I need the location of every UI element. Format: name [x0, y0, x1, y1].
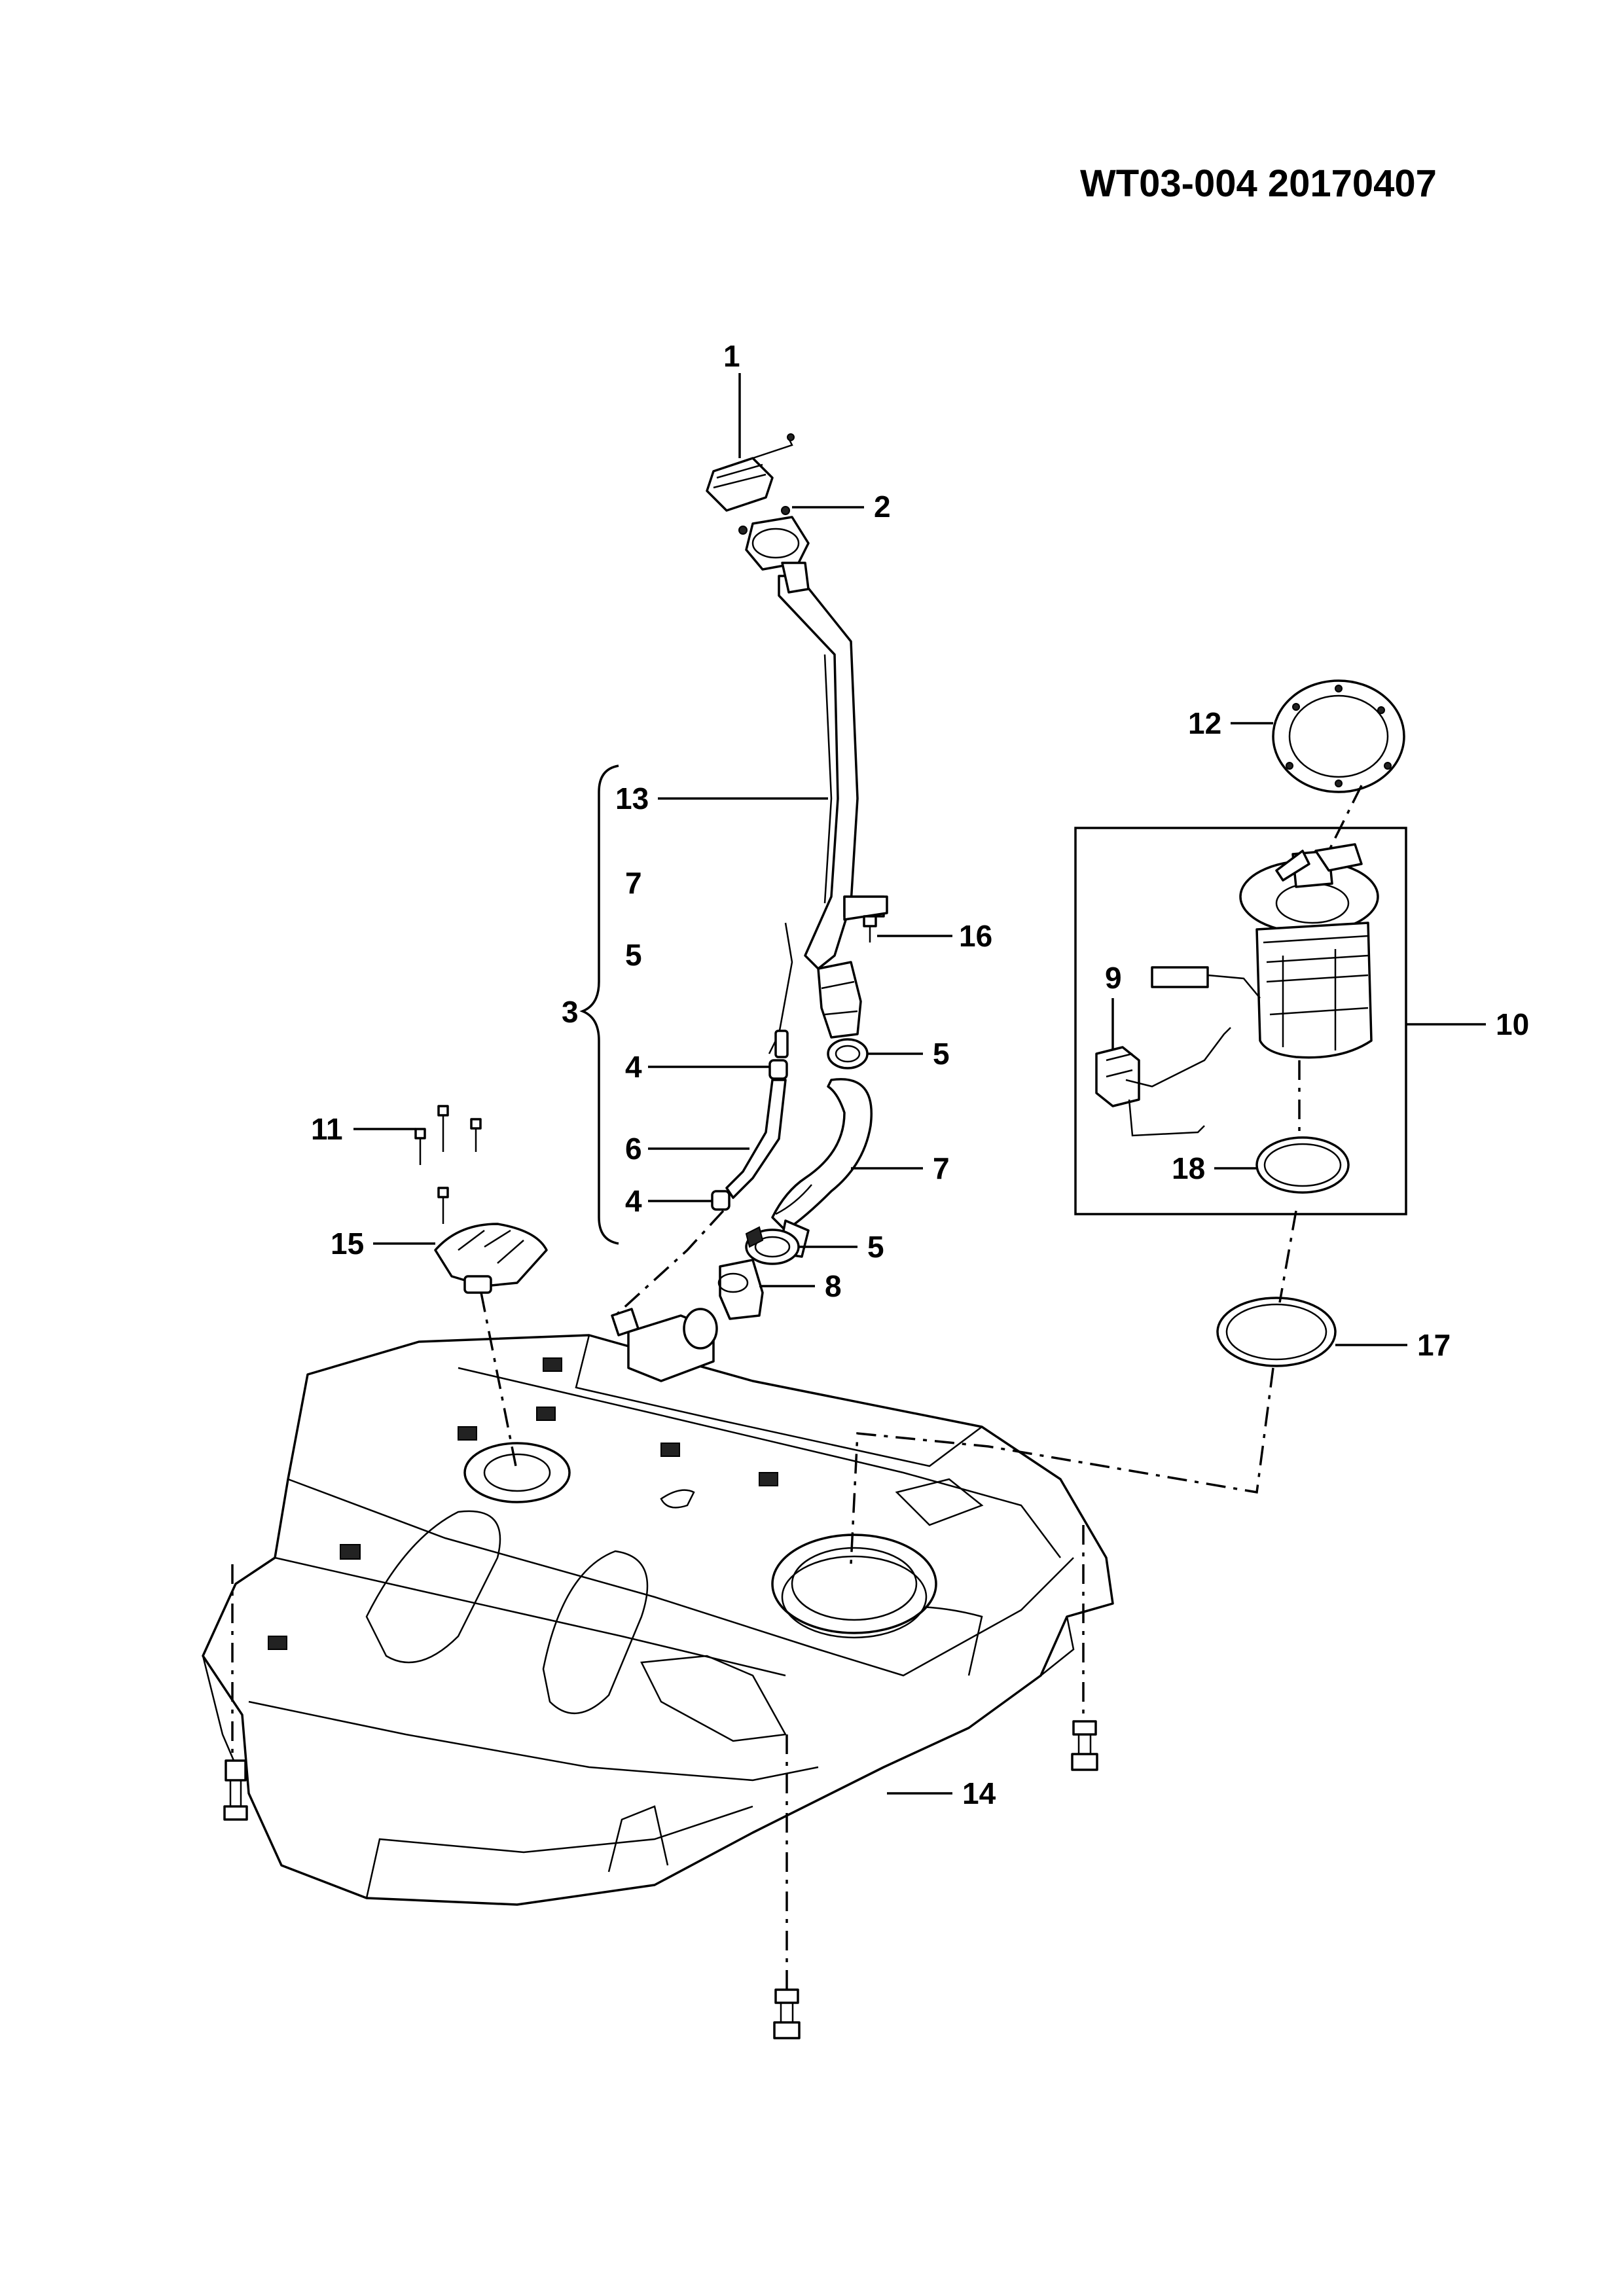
callout-1: 1	[723, 339, 740, 373]
callout-13: 13	[615, 781, 649, 816]
callout-16: 16	[959, 919, 992, 953]
callout-2: 2	[874, 490, 891, 524]
pump-module-oring	[1255, 1136, 1350, 1194]
fuel-pump-module	[1151, 843, 1379, 1059]
sender-screw-3	[470, 1118, 482, 1152]
vent-hose	[725, 1079, 787, 1199]
callout-4-upper: 4	[625, 1050, 642, 1084]
vent-hose-axis	[614, 1210, 725, 1317]
callout-7-list: 7	[625, 866, 642, 900]
sender-axis	[480, 1292, 518, 1473]
sender-screw-2	[437, 1105, 449, 1152]
hose-clamp-upper	[827, 1038, 869, 1069]
callout-11: 11	[311, 1112, 343, 1146]
fuel-cap	[706, 433, 795, 512]
filler-housing	[738, 506, 810, 594]
callout-7: 7	[933, 1151, 950, 1185]
callout-14: 14	[962, 1776, 996, 1810]
sender-screw-4	[437, 1187, 449, 1224]
tank-bolt-right	[1071, 1720, 1098, 1771]
callout-18: 18	[1172, 1151, 1205, 1185]
vent-pipe-connector	[774, 1030, 789, 1058]
callout-5-lower: 5	[867, 1230, 884, 1264]
callout-9: 9	[1105, 961, 1122, 995]
tank-filler-neck	[611, 1308, 718, 1382]
callout-5-list: 5	[625, 938, 642, 972]
filler-grommet	[717, 1259, 764, 1320]
callout-8: 8	[825, 1269, 842, 1303]
tank-sender-opening	[463, 1442, 571, 1503]
callout-3: 3	[562, 995, 579, 1029]
callout-15: 15	[331, 1227, 364, 1261]
tank-pump-opening	[771, 1534, 937, 1639]
pump-module-gasket	[1216, 1297, 1337, 1367]
tank-bolt-bottom	[773, 1988, 801, 2039]
fuel-tank	[202, 1334, 1114, 1906]
vent-hose-clamp-lower	[711, 1190, 731, 1211]
diagram-title: WT03-004 20170407	[1080, 162, 1437, 205]
lock-ring-seal	[1272, 679, 1405, 793]
pump-module-frame	[1074, 827, 1407, 1215]
callout-5-upper: 5	[933, 1037, 950, 1071]
callout-6: 6	[625, 1132, 642, 1166]
callout-12: 12	[1188, 706, 1221, 740]
pump-module-axis	[850, 785, 1363, 1565]
level-sender-flange	[434, 1223, 548, 1294]
filler-hose-upper-connector	[817, 961, 862, 1039]
vent-hose-clamp-upper	[768, 1059, 788, 1080]
sender-screw-1	[414, 1128, 426, 1165]
fuel-level-sensor	[1095, 1027, 1231, 1137]
filler-bracket	[843, 895, 888, 942]
callout-10: 10	[1496, 1007, 1529, 1041]
callout-4-lower: 4	[625, 1184, 642, 1218]
assembly-3-brace	[579, 764, 619, 1245]
callout-17: 17	[1417, 1328, 1451, 1362]
tank-bolt-left	[223, 1759, 248, 1821]
